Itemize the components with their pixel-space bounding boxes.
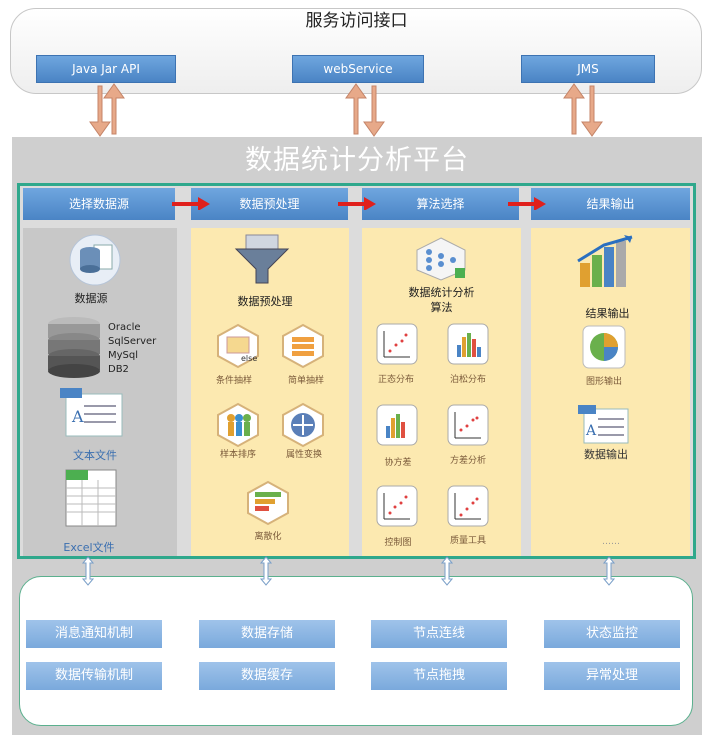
header-output[interactable]: 结果输出: [531, 188, 690, 220]
link-arrow-2: [260, 556, 272, 586]
poisson-distribution-label: 泊松分布: [449, 375, 486, 385]
poisson-distribution-icon[interactable]: [447, 323, 489, 365]
db-list: Oracle SqlServer MySql DB2: [108, 321, 156, 377]
simple-sampling-label: 简单抽样: [288, 376, 325, 386]
svg-text:A: A: [585, 423, 597, 439]
link-arrow-1: [82, 556, 94, 586]
feature-data-storage[interactable]: 数据存储: [199, 620, 335, 648]
normal-distribution-label: 正态分布: [377, 375, 414, 385]
algorithm-title-line2: 算法: [430, 301, 453, 314]
preprocess-title: 数据预处理: [237, 295, 293, 308]
api-java-jar[interactable]: Java Jar API: [36, 55, 176, 83]
bidirectional-arrow-2: [345, 83, 385, 137]
api-webservice[interactable]: webService: [292, 55, 424, 83]
framework-container: [19, 576, 693, 726]
excel-file-icon[interactable]: [64, 468, 120, 530]
framework-label: 平台框架: [330, 586, 379, 600]
db-db2: DB2: [108, 364, 129, 375]
conditional-sampling-label: 条件抽样: [215, 376, 252, 386]
text-file-icon[interactable]: A: [60, 388, 126, 440]
feature-status-monitor[interactable]: 状态监控: [544, 620, 680, 648]
more-ellipsis: ……: [602, 537, 620, 547]
attribute-transform-label: 属性变换: [286, 450, 323, 460]
simple-sampling-icon[interactable]: [280, 323, 326, 369]
text-file-label: 文本文件: [73, 449, 117, 462]
link-arrow-4: [603, 556, 615, 586]
covariance-label: 协方差: [384, 458, 412, 468]
output-title: 结果输出: [585, 307, 630, 320]
attribute-transform-icon[interactable]: [280, 402, 326, 448]
header-algorithm[interactable]: 算法选择: [362, 188, 519, 220]
header-preprocess[interactable]: 数据预处理: [191, 188, 348, 220]
link-arrow-3: [441, 556, 453, 586]
db-mysql: MySql: [108, 350, 139, 361]
control-chart-label: 控制图: [384, 538, 412, 548]
db-oracle: Oracle: [108, 322, 141, 333]
sample-sort-label: 样本排序: [220, 450, 257, 460]
control-chart-icon[interactable]: [376, 485, 418, 527]
db-server-icon: [48, 317, 100, 378]
db-sqlserver: SqlServer: [108, 336, 157, 347]
variance-analysis-label: 方差分析: [449, 456, 486, 466]
flow-arrow-2: [338, 197, 376, 210]
quality-tools-label: 质量工具: [449, 536, 486, 546]
svg-text:A: A: [71, 407, 84, 426]
api-jms[interactable]: JMS: [521, 55, 655, 83]
funnel-icon[interactable]: [232, 233, 292, 287]
svg-text:else: else: [241, 354, 257, 363]
data-output-label: 数据输出: [584, 448, 628, 461]
feature-exception-handling[interactable]: 异常处理: [544, 662, 680, 690]
service-interface-title: 服务访问接口: [305, 11, 408, 31]
feature-data-transfer[interactable]: 数据传输机制: [26, 662, 162, 690]
datasource-label: 数据源: [74, 292, 108, 305]
discretization-icon[interactable]: [245, 480, 291, 526]
quality-tools-icon[interactable]: [447, 485, 489, 527]
graph-output-label: 图形输出: [585, 377, 622, 387]
feature-data-cache[interactable]: 数据缓存: [199, 662, 335, 690]
data-output-icon[interactable]: A: [578, 405, 630, 445]
pie-chart-icon[interactable]: [582, 325, 626, 369]
discretization-label: 离散化: [254, 532, 282, 542]
normal-distribution-icon[interactable]: [376, 323, 418, 365]
bar-chart-3d-icon[interactable]: [574, 233, 640, 291]
variance-analysis-icon[interactable]: [447, 404, 489, 446]
header-select-source[interactable]: 选择数据源: [23, 188, 175, 220]
neural-network-icon[interactable]: [413, 236, 469, 282]
bidirectional-arrow-1: [89, 83, 125, 137]
excel-file-label: Excel文件: [63, 541, 115, 554]
flow-arrow-3: [508, 197, 546, 210]
feature-node-link[interactable]: 节点连线: [371, 620, 507, 648]
sample-sort-icon[interactable]: [215, 402, 261, 448]
bidirectional-arrow-3: [563, 83, 603, 137]
covariance-icon[interactable]: [376, 404, 418, 446]
platform-title: 数据统计分析平台: [245, 145, 469, 176]
conditional-sampling-icon[interactable]: else: [215, 323, 261, 369]
feature-message-notify[interactable]: 消息通知机制: [26, 620, 162, 648]
algorithm-title-line1: 数据统计分析: [408, 286, 475, 299]
database-icon[interactable]: [68, 233, 122, 287]
flow-arrow-1: [172, 197, 210, 210]
feature-node-drag[interactable]: 节点拖拽: [371, 662, 507, 690]
